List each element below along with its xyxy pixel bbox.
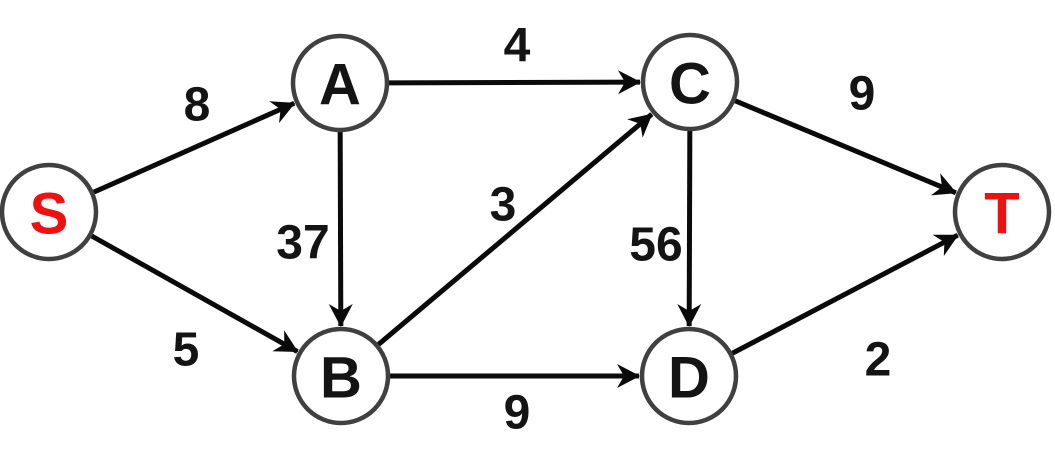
edge-D-T [731,232,959,356]
edge-weight-S-B: 5 [173,324,200,377]
node-S: S [0,162,99,262]
node-C: C [640,32,740,132]
node-label-A: A [319,53,361,118]
node-D: D [639,326,739,426]
node-circle-T [952,162,1052,262]
node-circle-C [640,32,740,132]
node-circle-B [291,326,391,426]
edge-weight-D-T: 2 [865,334,892,387]
edge-weight-A-B: 37 [276,217,329,270]
edge-S-A [92,100,296,195]
edge-weight-C-T: 9 [849,68,876,121]
edge-weight-C-D: 56 [629,219,682,272]
node-label-D: D [668,346,710,411]
node-A: A [290,33,390,133]
edge-weight-S-A: 8 [184,79,211,132]
node-circle-D [639,326,739,426]
edge-S-B [90,233,299,354]
edge-C-T [734,98,957,196]
node-circle-S [0,162,99,262]
node-B: B [291,326,391,426]
node-label-C: C [669,52,711,117]
edge-weight-B-D: 9 [504,387,531,440]
node-circle-A [290,33,390,133]
edge-A-C [388,70,642,95]
edge-C-D [677,130,702,328]
edge-B-C [376,112,654,347]
edge-weight-B-C: 3 [490,179,517,232]
node-T: T [952,162,1052,262]
node-label-T: T [984,182,1019,247]
edge-weight-A-C: 4 [504,20,531,73]
node-label-S: S [30,182,69,247]
node-label-B: B [320,346,362,411]
edge-A-B [328,131,353,328]
